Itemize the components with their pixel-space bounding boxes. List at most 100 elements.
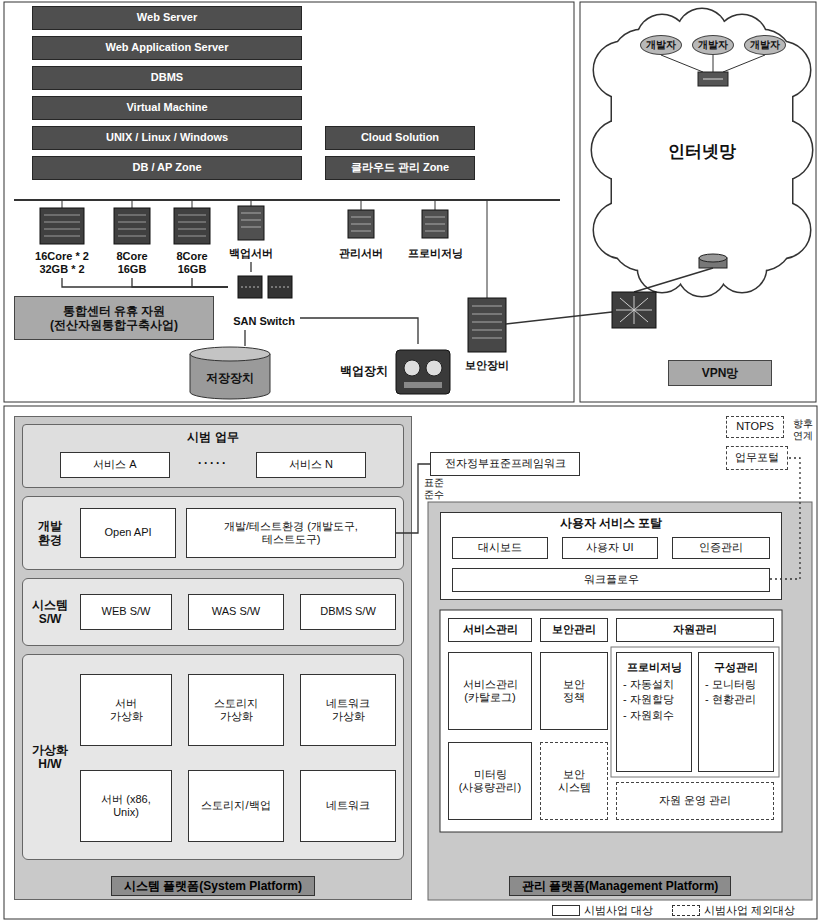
note-label-holder: 향후 연계: [792, 418, 814, 442]
component-box: 서비스 A: [60, 452, 170, 478]
cloud-part: [637, 15, 687, 65]
node-text: ·····: [198, 456, 228, 470]
node-text: - 자동설치: [623, 678, 674, 691]
switch-icon: [698, 72, 728, 86]
connector: [244, 330, 245, 346]
component-box: 전자정부표준프레임워크: [430, 452, 580, 476]
platform-panel: 관리 플랫폼(Management Platform)사용자 서비스 포탈대시보…: [428, 502, 812, 900]
node-text: 네트워크: [326, 799, 370, 812]
node-text: 업무포털: [735, 451, 779, 464]
tape-device-icon: [396, 350, 450, 394]
node-text: 개발자: [750, 39, 780, 51]
node-text: - 현황관리: [705, 693, 756, 706]
layer-row: 가상화 H/W서버 가상화스토리지 가상화네트워크 가상화서버 (x86, Un…: [22, 654, 404, 860]
legend-item: 시범사업 제외대상: [672, 904, 795, 917]
edge-label-holder: 표준 준수: [421, 477, 447, 501]
legend-swatch: [552, 905, 580, 916]
node-text: 서버 가상화: [101, 697, 151, 723]
storage-cylinder-top: [190, 347, 270, 361]
device-node: 백업장치: [336, 344, 454, 398]
connector: [132, 278, 228, 287]
device-node: 8Core 16GB: [104, 206, 160, 278]
component-box: 서버 가상화: [80, 674, 172, 746]
component-box: 인증관리: [672, 537, 770, 559]
node-text: 8Core 16GB: [104, 250, 160, 276]
tape-reel: [426, 360, 442, 376]
node-text: DBMS S/W: [320, 605, 376, 618]
cloud-part: [754, 202, 810, 258]
legend-item: 시범사업 대상: [552, 904, 653, 917]
label-box: 통합센터 유휴 자원 (전산자원통합구축사업): [14, 296, 214, 340]
server-icon-stripes: [425, 217, 445, 231]
user-oval: 개발자: [692, 35, 734, 55]
component-box: 개발/테스트환경 (개발도구, 테스트도구): [186, 508, 396, 558]
node-text: - 자원회수: [623, 709, 674, 722]
note-label: 향후 연계: [792, 418, 814, 442]
node-text: NTOPS: [736, 420, 774, 433]
backup-server-icon: [238, 206, 264, 240]
node-text: 개발/테스트환경 (개발도구, 테스트도구): [206, 520, 376, 546]
legend-swatch: [672, 905, 700, 916]
node-text: 서비스 N: [289, 458, 333, 471]
component-box: 사용자 UI: [562, 537, 658, 559]
node-text: 개발 환경: [27, 519, 73, 548]
device-node: SAN Switch: [228, 272, 300, 330]
group-header: 보안관리: [540, 618, 608, 642]
device-node: 관리서버: [330, 206, 392, 262]
server-icon-stripes: [351, 217, 371, 231]
panel-frame: [580, 2, 816, 402]
device-node: 보안장비: [456, 296, 518, 374]
network-bus: [14, 199, 560, 201]
node-text: 스토리지/백업: [201, 799, 270, 812]
server-icon: [40, 208, 84, 244]
component-box: DBMS S/W: [300, 594, 396, 630]
node-text: 서버 (x86, Unix): [98, 793, 154, 819]
node-text: 대시보드: [478, 541, 522, 554]
node-text: 백업서버: [229, 247, 273, 260]
node-text: 시스템 S/W: [27, 598, 73, 627]
firewall-icon: [612, 292, 656, 328]
device-node: 8Core 16GB: [164, 206, 220, 278]
component-box: 네트워크 가상화: [300, 674, 396, 746]
layer-bar: 클라우드 관리 Zone: [325, 156, 475, 180]
component-box: 서비스관리 (카탈로그): [448, 652, 532, 730]
node-text: - 자원할당: [623, 693, 674, 706]
server-icon: [348, 210, 374, 238]
component-box: WEB S/W: [80, 594, 172, 630]
component-box: Open API: [80, 508, 176, 558]
layer-bar: UNIX / Linux / Windows: [32, 126, 302, 150]
network-wire: [634, 268, 713, 292]
group-header: 자원관리: [616, 618, 774, 642]
server-icon-stripes: [178, 215, 206, 236]
layer-bar: DBMS: [32, 66, 302, 90]
router-icon-top: [699, 254, 727, 262]
tape-reel: [404, 360, 420, 376]
node-text: 보안 정책: [559, 678, 589, 704]
function-list-box: 구성관리- 모니터링- 현황관리: [698, 652, 774, 772]
node-text: Virtual Machine: [126, 101, 207, 114]
node-text: 보안관리: [552, 623, 596, 636]
component-box: 보안 정책: [540, 652, 608, 730]
resource-group-frame: [611, 647, 779, 777]
node-text: 프로비저닝: [408, 247, 463, 260]
node-text: UNIX / Linux / Windows: [106, 131, 228, 144]
cloud-fill: [592, 9, 812, 296]
node-text: 개발자: [646, 39, 676, 51]
planned-box: 자원 운영 관리: [616, 782, 774, 820]
security-device-stripes: [472, 306, 502, 338]
node-text: 서비스 A: [93, 458, 136, 471]
node-text: - 모니터링: [705, 678, 756, 691]
management-platform-ground: [428, 502, 812, 900]
layer-bar: Virtual Machine: [32, 96, 302, 120]
network-wire: [506, 312, 612, 324]
switch-ports: [241, 287, 289, 288]
layer-bar: Cloud Solution: [325, 126, 475, 150]
component-box: 스토리지 가상화: [188, 674, 284, 746]
node-text: SAN Switch: [233, 315, 295, 328]
storage-cylinder: 저장장치: [188, 346, 272, 398]
cloud-part: [594, 202, 650, 258]
component-box: 서버 (x86, Unix): [80, 770, 172, 842]
node-text: Web Server: [137, 11, 197, 24]
node-text: 관리 플랫폼(Management Platform): [509, 876, 732, 896]
panel-frame: [4, 406, 817, 919]
